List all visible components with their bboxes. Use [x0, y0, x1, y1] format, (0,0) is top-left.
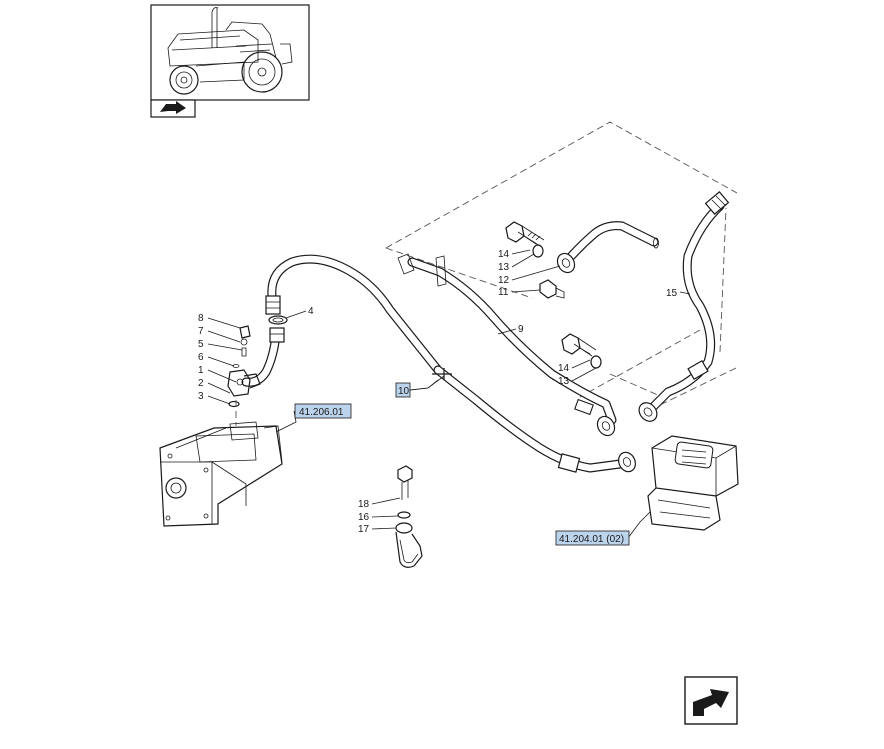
reference-valve[interactable]: 41.204.01 (02) [555, 530, 630, 546]
callout-6[interactable]: 6 [198, 352, 204, 363]
phantom-outline [385, 121, 738, 405]
bolt-18 [397, 465, 413, 519]
callout-labels: 8 7 5 6 1 2 3 4 9 14 13 12 11 14 13 15 1… [198, 249, 678, 535]
callout-17[interactable]: 17 [358, 524, 370, 535]
hose-4 [241, 254, 443, 387]
hose-10 [432, 365, 636, 473]
reference-pump-text: 41.206.01 [299, 407, 344, 418]
callout-15[interactable]: 15 [666, 288, 678, 299]
leader-lines [207, 249, 691, 539]
callout-8[interactable]: 8 [198, 313, 204, 324]
bracket-17 [395, 522, 423, 568]
reference-valve-text: 41.204.01 (02) [559, 534, 624, 545]
callout-14-lower[interactable]: 14 [558, 363, 570, 374]
control-valve [647, 435, 739, 531]
pump-fittings [227, 325, 261, 408]
callout-9[interactable]: 9 [518, 324, 524, 335]
callout-10[interactable]: 10 [395, 382, 411, 398]
tractor-thumbnail-icon[interactable] [150, 4, 310, 118]
callout-3[interactable]: 3 [198, 391, 204, 402]
tube-12 [556, 221, 659, 274]
callout-2[interactable]: 2 [198, 378, 204, 389]
callout-13-lower[interactable]: 13 [558, 376, 570, 387]
callout-10-text: 10 [398, 386, 410, 397]
callout-7[interactable]: 7 [198, 326, 204, 337]
hose-15 [638, 191, 730, 422]
callout-18[interactable]: 18 [358, 499, 370, 510]
callout-14-upper[interactable]: 14 [498, 249, 510, 260]
reference-pump[interactable]: 41.206.01 [294, 403, 352, 419]
next-page-arrow-icon[interactable] [684, 676, 738, 725]
thumbnail-nav-arrow-icon[interactable] [160, 101, 186, 114]
callout-11[interactable]: 11 [498, 287, 509, 298]
callout-12[interactable]: 12 [498, 275, 510, 286]
callout-13-upper[interactable]: 13 [498, 262, 510, 273]
callout-16[interactable]: 16 [358, 512, 370, 523]
banjo-bolt-14-upper [505, 221, 545, 258]
adaptor-11 [539, 279, 565, 299]
callout-1[interactable]: 1 [198, 365, 204, 376]
callout-5[interactable]: 5 [198, 339, 204, 350]
hydraulic-pump [159, 400, 283, 527]
callout-4[interactable]: 4 [308, 306, 314, 317]
tube-9 [397, 253, 617, 437]
